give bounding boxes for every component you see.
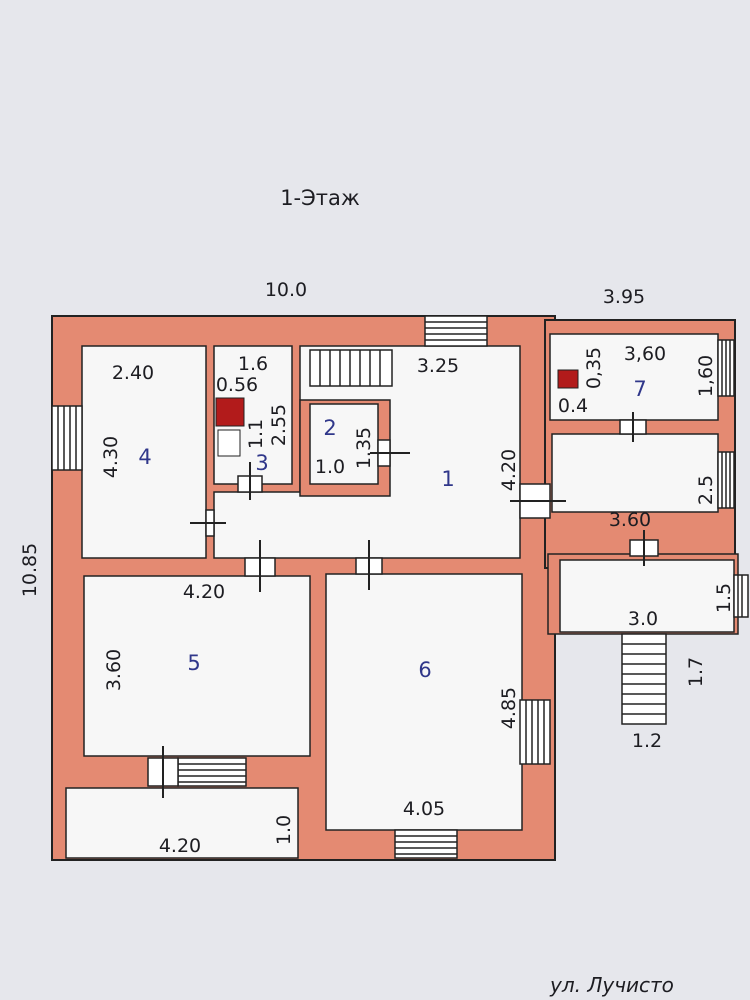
dim-annex-mid-width: 3.60 xyxy=(609,509,651,531)
room-number-6: 6 xyxy=(418,658,431,682)
chimney-icon xyxy=(215,397,245,427)
window-icon xyxy=(733,574,749,618)
room-6 xyxy=(325,573,523,831)
dim-r5-width: 4.20 xyxy=(183,581,225,603)
dim-r3-width: 1.6 xyxy=(238,353,268,375)
stairs-icon xyxy=(621,633,667,725)
dim-r2-height: 1.35 xyxy=(353,427,375,469)
dim-total-height: 10.85 xyxy=(19,543,41,597)
door-icon xyxy=(147,746,179,798)
dim-r7-a: 0,35 xyxy=(583,347,605,389)
dim-terrace-height: 1.5 xyxy=(713,583,735,613)
window-icon xyxy=(519,699,551,765)
window-icon xyxy=(51,405,83,471)
sink-icon xyxy=(217,429,241,457)
room-number-1: 1 xyxy=(441,467,454,491)
window-icon xyxy=(177,757,247,787)
room-number-3: 3 xyxy=(255,451,268,475)
door-icon xyxy=(619,412,647,442)
dim-r7-width: 3,60 xyxy=(624,343,666,365)
door-icon xyxy=(629,530,659,566)
window-icon xyxy=(394,829,458,859)
floor-title: 1-Этаж xyxy=(280,186,360,210)
dim-steps-length: 1.7 xyxy=(685,657,707,687)
dim-r5-height: 3.60 xyxy=(103,649,125,691)
dim-r6-width: 4.05 xyxy=(403,798,445,820)
door-icon xyxy=(510,483,566,519)
door-icon xyxy=(190,509,226,537)
dim-r1-width: 3.25 xyxy=(417,355,459,377)
window-icon xyxy=(424,315,488,347)
dim-annex-width: 3.95 xyxy=(603,286,645,308)
dim-steps-width: 1.2 xyxy=(632,730,662,752)
dim-total-width: 10.0 xyxy=(265,279,307,301)
annex-middle-room xyxy=(551,433,719,513)
door-icon xyxy=(355,540,383,590)
porch xyxy=(65,787,299,859)
room-2 xyxy=(309,403,379,485)
dim-porch-width: 4.20 xyxy=(159,835,201,857)
dim-r7-height: 1,60 xyxy=(695,355,717,397)
room-4 xyxy=(81,345,207,559)
window-icon xyxy=(717,339,735,397)
street-label: ул. Лучисто xyxy=(549,973,674,997)
room-number-7: 7 xyxy=(633,377,646,401)
stairs-icon xyxy=(309,349,393,387)
dim-r2-width: 1.0 xyxy=(315,456,345,478)
room-5 xyxy=(83,575,311,757)
room-number-2: 2 xyxy=(323,416,336,440)
dim-porch-depth: 1.0 xyxy=(273,815,295,845)
window-icon xyxy=(717,451,735,509)
door-icon xyxy=(370,439,410,467)
dim-r4-height: 4.30 xyxy=(100,436,122,478)
dim-annex-mid-height: 2.5 xyxy=(695,475,717,505)
room-number-5: 5 xyxy=(187,651,200,675)
chimney-icon xyxy=(557,369,579,389)
dim-r6-height: 4.85 xyxy=(498,687,520,729)
dim-terrace-width: 3.0 xyxy=(628,608,658,630)
dim-r7-b: 0.4 xyxy=(558,395,588,417)
dim-r4-width: 2.40 xyxy=(112,362,154,384)
door-icon xyxy=(244,540,276,592)
dim-r3-height: 2.55 xyxy=(268,404,290,446)
room-number-4: 4 xyxy=(138,445,151,469)
door-icon xyxy=(237,462,263,500)
dim-r3-a: 0.56 xyxy=(216,374,258,396)
dim-r3-b: 1.1 xyxy=(245,419,267,449)
dim-r1-height: 4.20 xyxy=(498,449,520,491)
